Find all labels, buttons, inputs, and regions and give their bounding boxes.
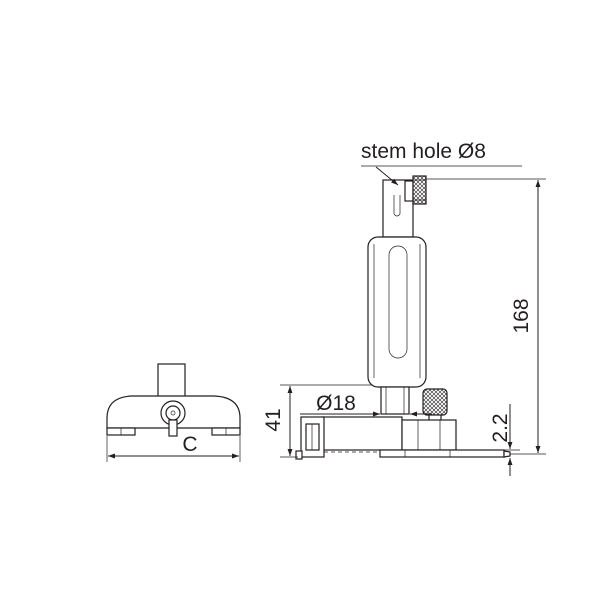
end-view: C xyxy=(106,363,241,462)
stem-clamp-knob xyxy=(412,175,427,205)
diameter-label: Ø18 xyxy=(316,392,356,415)
side-view xyxy=(295,175,511,460)
handle-groove xyxy=(388,245,408,359)
base-knob xyxy=(422,388,448,416)
offset-label: 2.2 xyxy=(489,413,512,442)
handle-body xyxy=(367,236,427,388)
end-view-clamp-inner xyxy=(165,405,181,421)
stem-hole-label: stem hole Ø8 xyxy=(361,140,486,163)
stem-clamp-collar xyxy=(404,180,414,202)
height-168-dimension: 168 xyxy=(426,178,546,455)
diameter-18-dimension: Ø18 xyxy=(300,392,432,417)
stem-hole-callout: stem hole Ø8 xyxy=(361,140,522,186)
end-view-post xyxy=(157,363,186,399)
base-clamp-block xyxy=(401,419,457,451)
height-168-label: 168 xyxy=(510,298,533,333)
height-41-label: 41 xyxy=(262,408,285,431)
contact-plate xyxy=(379,449,505,458)
neck xyxy=(380,386,410,415)
width-label: C xyxy=(182,433,197,456)
base-block xyxy=(321,416,403,451)
offset-2-2-dimension: 2.2 xyxy=(458,404,520,476)
height-41-dimension: 41 xyxy=(262,384,372,458)
end-view-clamp-tab xyxy=(168,419,178,437)
contact-rod-tip xyxy=(503,450,511,458)
